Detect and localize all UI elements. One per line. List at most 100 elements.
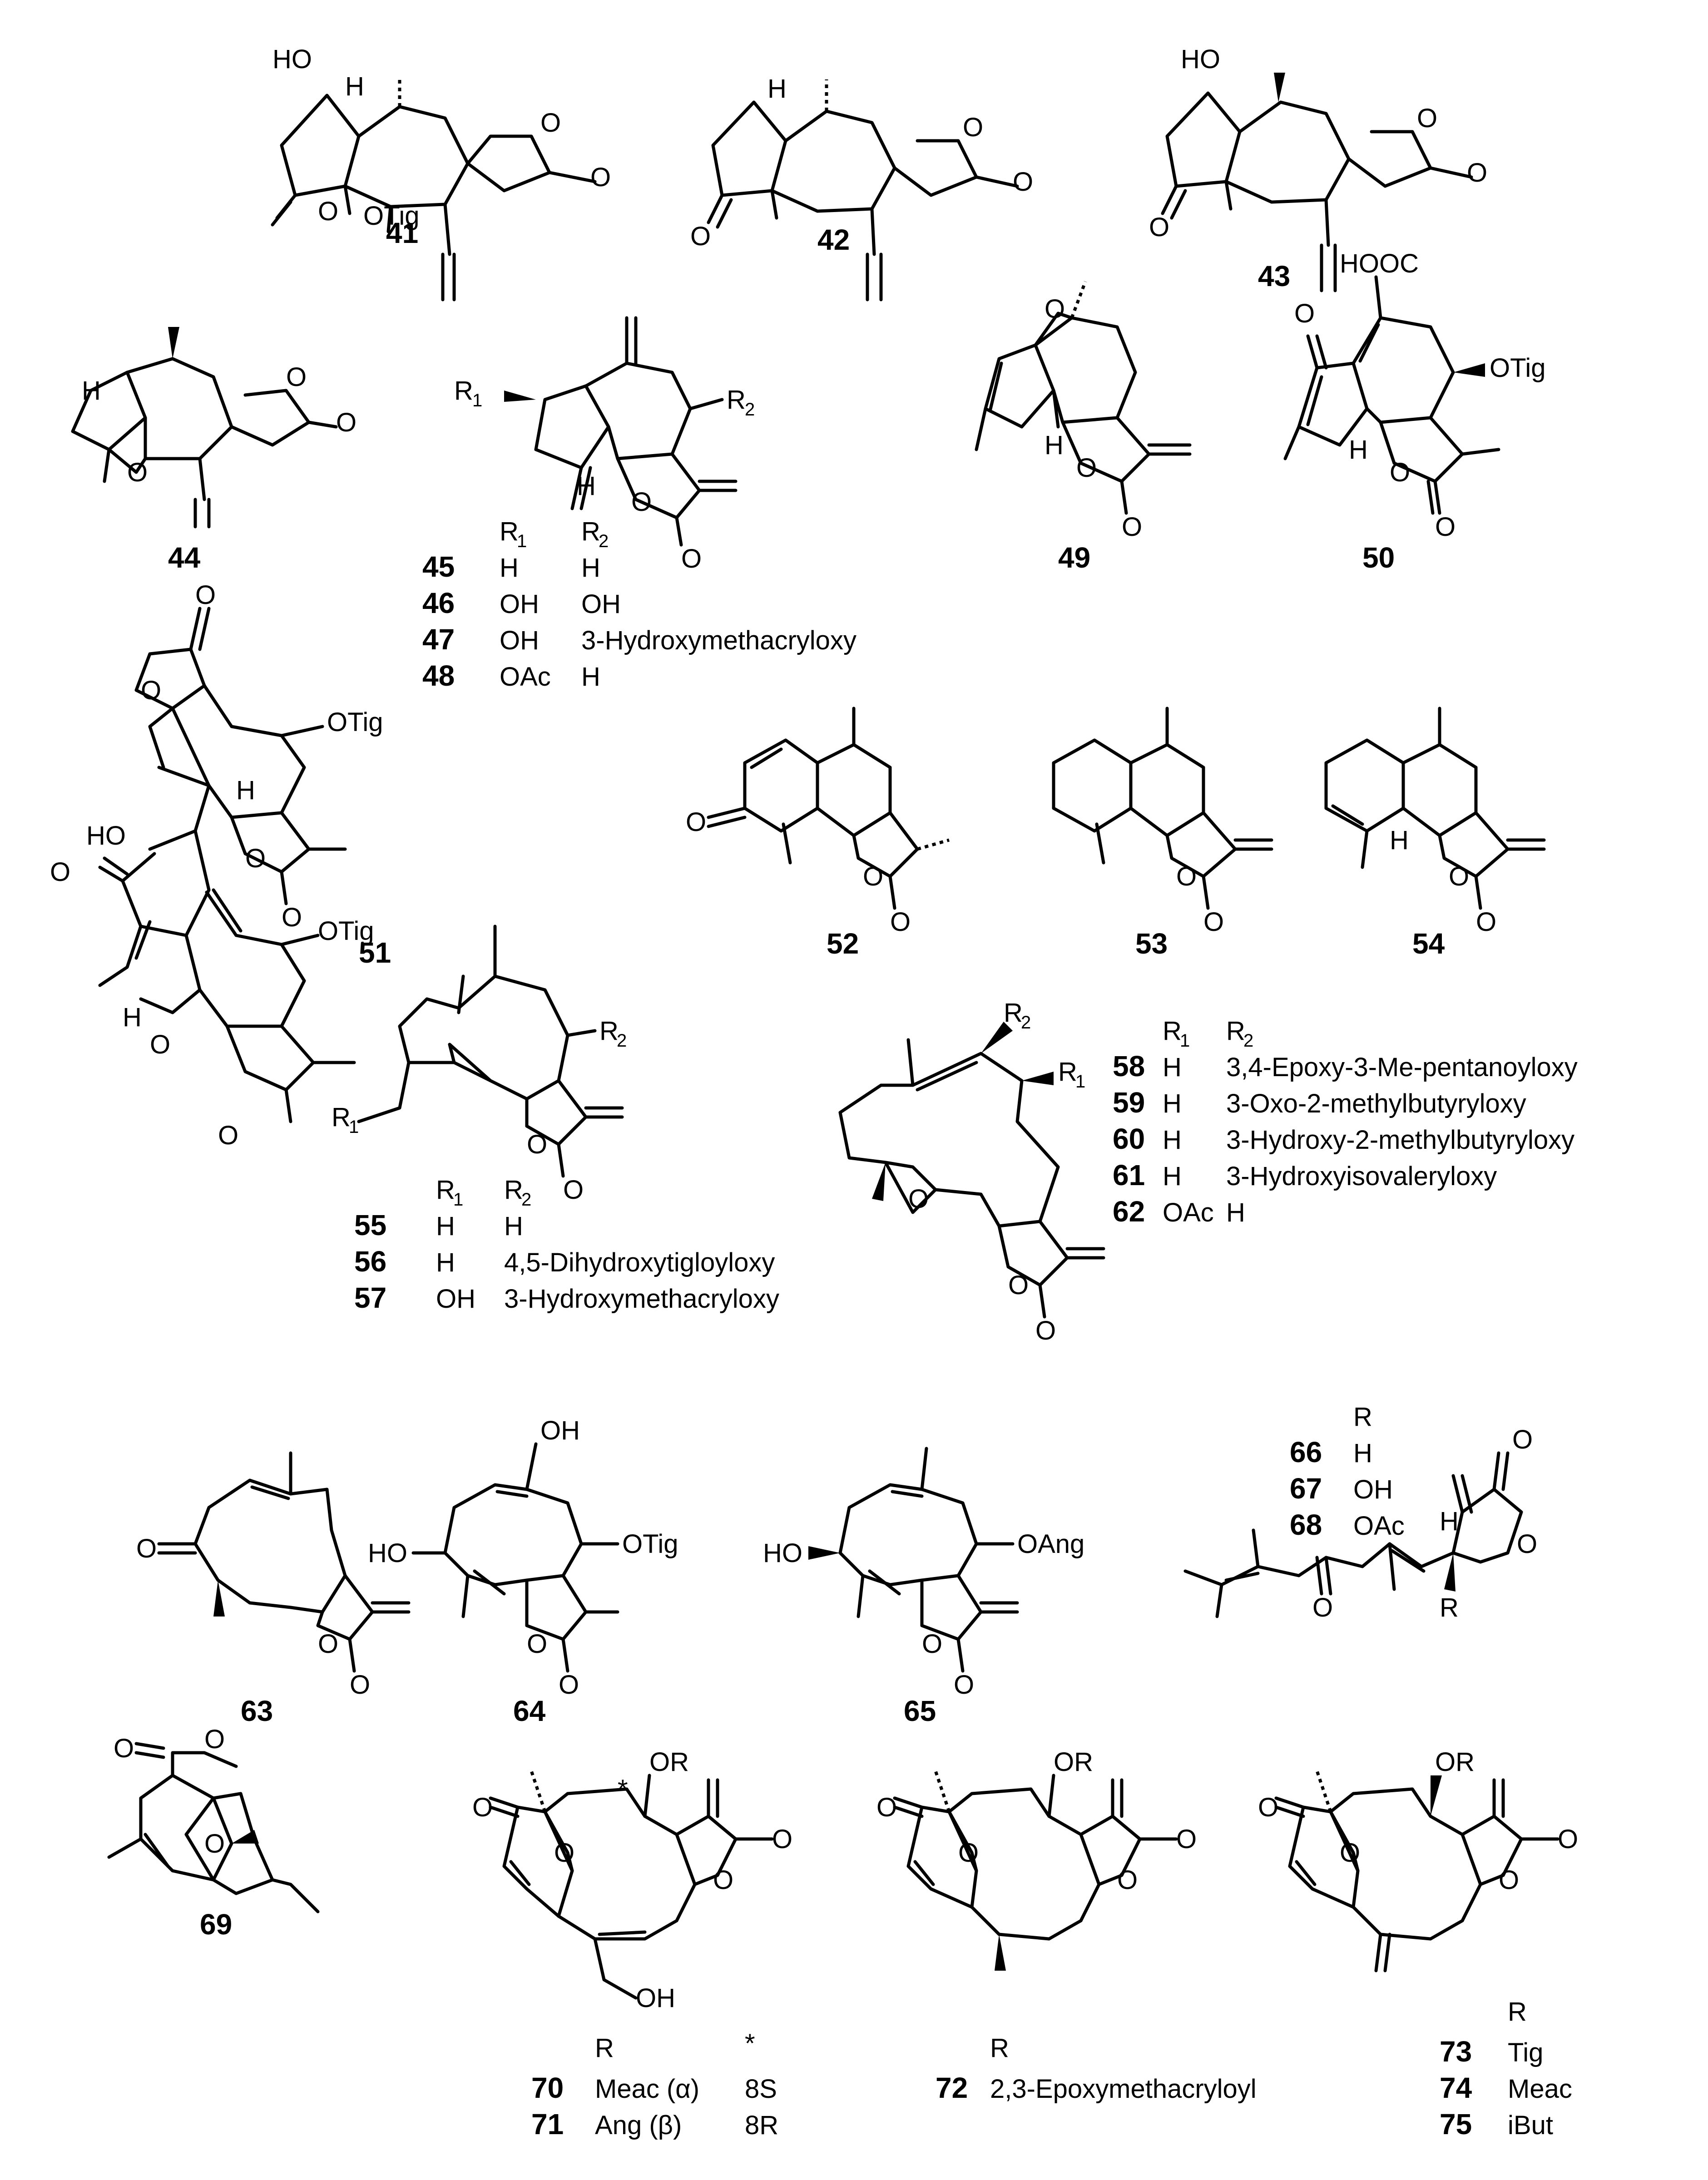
o-label: O bbox=[282, 903, 302, 932]
r2-value: H bbox=[1226, 1198, 1245, 1227]
compound-number-42: 42 bbox=[817, 223, 850, 256]
structure-41: HO H O O O OTig 41 bbox=[271, 44, 611, 302]
table-header-r: R bbox=[990, 2033, 1009, 2063]
r1-value: H bbox=[1163, 1125, 1182, 1155]
table-header-r2: R bbox=[1226, 1016, 1245, 1046]
r1-subscript: 1 bbox=[349, 1117, 359, 1137]
structure-55-57: R 2 R 1 O O R 1 R 2 55 H H 56 H 4,5-Dihy… bbox=[332, 924, 779, 1314]
o-label: O bbox=[863, 862, 883, 891]
h-label: H bbox=[1440, 1507, 1459, 1536]
o-label: O bbox=[1176, 862, 1197, 891]
table-header-r2-sub: 2 bbox=[521, 1190, 531, 1210]
rgroup-table-58-62: R 1 R 2 58 H 3,4-Epoxy-3-Me-pentanoyloxy… bbox=[1113, 1016, 1578, 1228]
o-label: O bbox=[1390, 458, 1410, 487]
r1-value: OAc bbox=[1163, 1198, 1214, 1227]
oh-label: OH bbox=[540, 1416, 580, 1445]
o-label: O bbox=[204, 1829, 225, 1859]
o-label: O bbox=[336, 408, 356, 437]
structure-69: O O O 69 bbox=[107, 1725, 320, 1941]
o-label: O bbox=[1449, 862, 1469, 891]
o-label: O bbox=[204, 1725, 225, 1754]
r2-label: R bbox=[599, 1016, 619, 1046]
otig-label: OTig bbox=[327, 707, 383, 737]
rgroup-table-55-57: R 1 R 2 55 H H 56 H 4,5-Dihydroxytigloyl… bbox=[354, 1175, 779, 1314]
oh-label: OH bbox=[636, 1983, 675, 2013]
r-value: 2,3-Epoxymethacryloyl bbox=[990, 2074, 1257, 2104]
rgroup-table-70-71: R * 70 Meac (α) 8S 71 Ang (β) 8R bbox=[531, 2029, 778, 2140]
compound-number-70: 70 bbox=[531, 2071, 564, 2104]
structure-54: H O O 54 bbox=[1324, 707, 1546, 960]
otig-label: OTig bbox=[363, 201, 420, 231]
compound-number-47: 47 bbox=[422, 623, 455, 656]
or-label: OR bbox=[649, 1747, 689, 1777]
o-label: O bbox=[876, 1793, 897, 1822]
r-value: OAc bbox=[1353, 1511, 1405, 1541]
compound-number-73: 73 bbox=[1440, 2035, 1472, 2068]
structure-53: O O 53 bbox=[1052, 707, 1273, 960]
or-label: OR bbox=[1435, 1747, 1475, 1777]
compound-number-62: 62 bbox=[1113, 1195, 1145, 1228]
otig-label: OTig bbox=[1490, 353, 1546, 383]
structure-70-71: OR * O O O O OH R * 70 Meac (α) 8S 71 An… bbox=[472, 1747, 792, 2140]
r2-label: R bbox=[727, 385, 746, 415]
r1-value: H bbox=[436, 1211, 455, 1241]
table-header-r2-sub: 2 bbox=[1243, 1031, 1253, 1051]
structure-42: H O O O 42 bbox=[690, 74, 1033, 302]
o-label: O bbox=[1008, 1270, 1029, 1300]
r2-value: 3-Oxo-2-methylbutyryloxy bbox=[1226, 1089, 1526, 1118]
structure-66-68: O H O O R R 66 H 67 OH 68 OAc bbox=[1183, 1402, 1537, 1622]
r2-label: R bbox=[1004, 998, 1023, 1028]
o-label: O bbox=[318, 1629, 338, 1659]
rgroup-table-45-48: R 1 R 2 45 H H 46 OH OH 47 OH 3-Hydroxym… bbox=[422, 517, 856, 692]
o-label: O bbox=[922, 1629, 942, 1659]
ho-label: HO bbox=[763, 1538, 802, 1568]
o-label: O bbox=[563, 1175, 584, 1205]
o-label: O bbox=[713, 1865, 733, 1895]
ho-label: HO bbox=[272, 44, 312, 74]
r1-value: H bbox=[1163, 1053, 1182, 1082]
structure-64: OH HO OTig O O 64 bbox=[368, 1416, 678, 1727]
r2-value: 3,4-Epoxy-3-Me-pentanoyloxy bbox=[1226, 1053, 1578, 1082]
structure-43: HO O O O 43 bbox=[1149, 44, 1487, 292]
compound-number-63: 63 bbox=[241, 1695, 273, 1727]
o-label: O bbox=[631, 487, 652, 517]
compound-number-65: 65 bbox=[904, 1695, 936, 1727]
table-header-r: R bbox=[1508, 1997, 1527, 2027]
o-label: O bbox=[1312, 1593, 1333, 1622]
o-label: O bbox=[772, 1824, 792, 1854]
rgroup-table-72: R 72 2,3-Epoxymethacryloyl bbox=[936, 2033, 1257, 2104]
o-label: O bbox=[686, 807, 706, 837]
compound-number-75: 75 bbox=[1440, 2108, 1472, 2140]
r1-value: OH bbox=[500, 589, 539, 619]
r1-subscript: 1 bbox=[1075, 1072, 1085, 1092]
r1-value: OH bbox=[500, 626, 539, 655]
o-label: O bbox=[318, 197, 338, 226]
compound-number-48: 48 bbox=[422, 659, 455, 692]
compound-number-60: 60 bbox=[1113, 1122, 1145, 1155]
r1-value: OAc bbox=[500, 662, 551, 692]
o-label: O bbox=[559, 1670, 579, 1700]
r2-subscript: 2 bbox=[617, 1031, 627, 1051]
r2-value: 3-Hydroxy-2-methylbutyryloxy bbox=[1226, 1125, 1574, 1155]
table-header-r1: R bbox=[1163, 1016, 1182, 1046]
r-label: R bbox=[1440, 1593, 1459, 1622]
hooc-label: HOOC bbox=[1340, 249, 1419, 278]
config-value: 8S bbox=[745, 2074, 777, 2104]
compound-number-55: 55 bbox=[354, 1209, 386, 1241]
compound-number-46: 46 bbox=[422, 587, 455, 619]
table-header-r1-sub: 1 bbox=[517, 531, 527, 551]
compound-number-72: 72 bbox=[936, 2071, 968, 2104]
o-label: O bbox=[1294, 299, 1315, 328]
r2-value: 3-Hydroxyisovaleryloxy bbox=[1226, 1162, 1497, 1191]
o-label: O bbox=[954, 1670, 974, 1700]
compound-number-49: 49 bbox=[1058, 541, 1090, 574]
rgroup-table-66-68: R 66 H 67 OH 68 OAc bbox=[1290, 1402, 1405, 1541]
r2-value: H bbox=[581, 553, 600, 583]
compound-number-53: 53 bbox=[1135, 927, 1168, 960]
o-label: O bbox=[1149, 213, 1169, 242]
r1-label: R bbox=[1058, 1057, 1077, 1087]
r-value: OH bbox=[1353, 1475, 1393, 1504]
ho-label: HO bbox=[368, 1538, 407, 1568]
table-header-r: R bbox=[595, 2033, 614, 2063]
